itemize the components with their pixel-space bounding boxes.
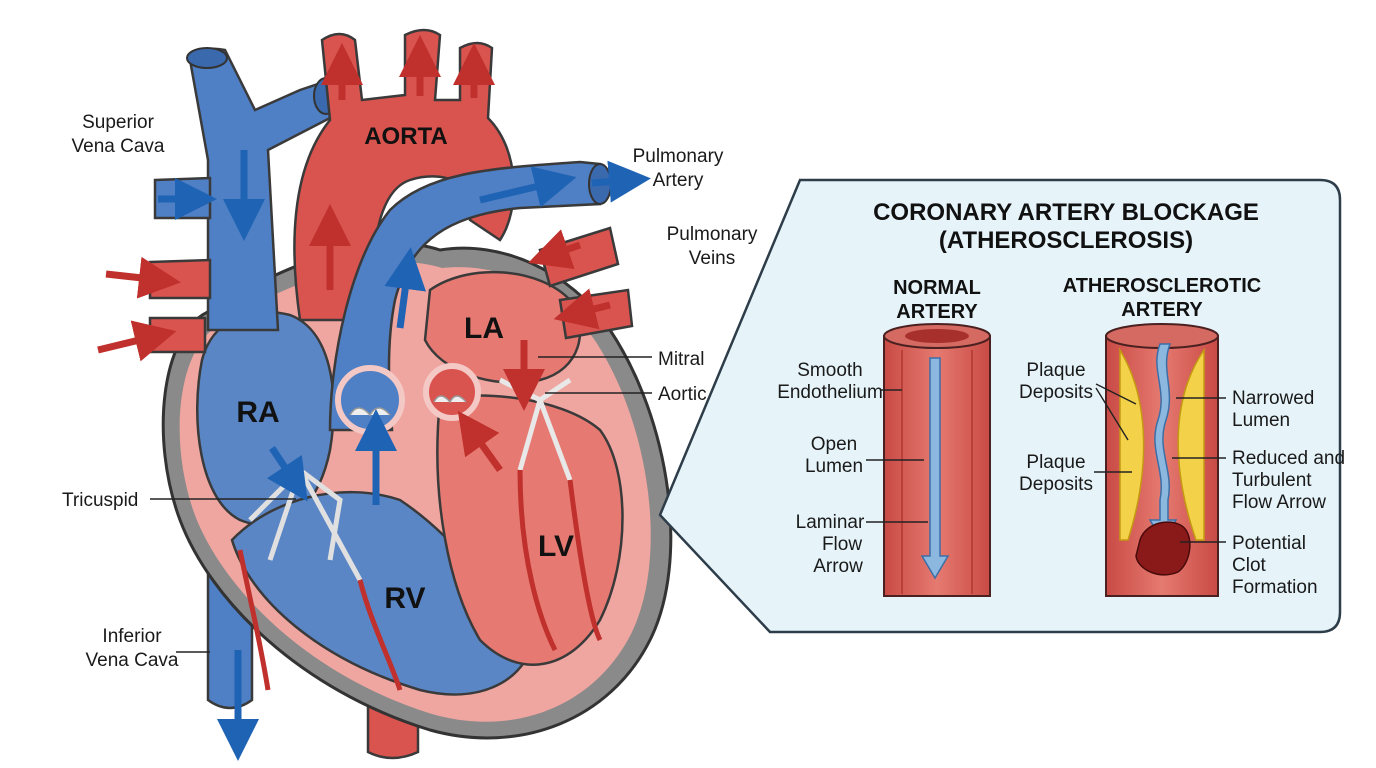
label-aortic: Aortic: [545, 384, 707, 405]
svg-text:Inferior: Inferior: [102, 626, 162, 647]
svg-text:Vena Cava: Vena Cava: [86, 650, 179, 671]
normal-artery-title-2: ARTERY: [896, 301, 978, 323]
aortic-valve: [423, 363, 481, 421]
svg-text:Potential: Potential: [1232, 533, 1306, 554]
svg-text:Vena Cava: Vena Cava: [72, 136, 165, 157]
svg-text:Pulmonary: Pulmonary: [667, 224, 758, 245]
plaque-left: [1119, 347, 1145, 541]
label-aorta: AORTA: [364, 123, 448, 150]
label-smooth-endothelium: Smooth Endothelium: [777, 360, 902, 403]
label-potential-clot: Potential Clot Formation: [1180, 533, 1318, 598]
papillary-muscles: [237, 469, 603, 691]
svg-text:Clot: Clot: [1232, 555, 1267, 576]
svg-text:Plaque: Plaque: [1026, 360, 1085, 381]
svg-text:Endothelium: Endothelium: [777, 382, 883, 403]
label-la: LA: [464, 312, 504, 345]
left-ventricle: [436, 394, 624, 666]
label-plaque-deposits-1: Plaque Deposits: [1019, 360, 1137, 441]
normal-artery: [883, 323, 991, 597]
label-pulmonary-veins: Pulmonary Veins: [667, 224, 758, 269]
label-open-lumen: Open Lumen: [805, 434, 924, 477]
inset-title-line2: (ATHEROSCLEROSIS): [939, 227, 1193, 254]
svg-text:Laminar: Laminar: [796, 512, 865, 533]
svg-text:Aortic: Aortic: [658, 384, 707, 405]
coronary-inset: CORONARY ARTERY BLOCKAGE (ATHEROSCLEROSI…: [658, 178, 1345, 634]
pulmonary-vein-lower: [558, 288, 634, 340]
svg-text:Turbulent: Turbulent: [1232, 470, 1312, 491]
athero-artery-title-1: ATHEROSCLEROTIC: [1063, 275, 1262, 297]
svg-text:Tricuspid: Tricuspid: [62, 490, 138, 511]
label-tricuspid: Tricuspid: [62, 490, 296, 511]
pulmonary-trunk: [328, 160, 602, 432]
svg-text:Artery: Artery: [653, 170, 704, 191]
svg-text:Formation: Formation: [1232, 577, 1318, 598]
label-lv: LV: [538, 530, 574, 563]
svg-text:Arrow: Arrow: [813, 556, 863, 577]
athero-artery-title-2: ARTERY: [1121, 299, 1203, 321]
pulmonary-vein-upper: [538, 226, 620, 288]
label-ra: RA: [236, 396, 279, 429]
label-rv: RV: [384, 582, 425, 615]
svg-text:Superior: Superior: [82, 112, 154, 133]
svg-text:Veins: Veins: [689, 248, 735, 269]
svg-text:Deposits: Deposits: [1019, 474, 1093, 495]
label-plaque-deposits-2: Plaque Deposits: [1019, 452, 1132, 495]
inset-title-line1: CORONARY ARTERY BLOCKAGE: [873, 199, 1259, 226]
label-reduced-turbulent: Reduced and Turbulent Flow Arrow: [1172, 448, 1345, 513]
blood-flow-arrows-red: [97, 35, 611, 473]
svg-text:Lumen: Lumen: [1232, 410, 1290, 431]
clot: [1135, 521, 1191, 576]
label-pulmonary-artery: Pulmonary Artery: [633, 146, 724, 191]
normal-artery-title-1: NORMAL: [893, 277, 981, 299]
svg-text:Mitral: Mitral: [658, 349, 704, 370]
svg-text:Reduced and: Reduced and: [1232, 448, 1345, 469]
svg-text:Flow Arrow: Flow Arrow: [1232, 492, 1326, 513]
svg-text:Narrowed: Narrowed: [1232, 388, 1314, 409]
label-laminar-flow: Laminar Flow Arrow: [796, 512, 928, 577]
laminar-flow-arrow: [920, 357, 950, 580]
label-superior-vena-cava: Superior Vena Cava: [72, 112, 165, 157]
atherosclerotic-artery: [1105, 323, 1219, 597]
svg-text:Smooth: Smooth: [797, 360, 862, 381]
svg-text:Flow: Flow: [822, 534, 862, 555]
pulmonary-vein-left-lower: [148, 316, 207, 354]
svg-text:Plaque: Plaque: [1026, 452, 1085, 473]
svg-text:Pulmonary: Pulmonary: [633, 146, 724, 167]
blood-flow-arrows-blue: [158, 150, 651, 761]
svg-text:Open: Open: [811, 434, 857, 455]
label-mitral: Mitral: [538, 349, 704, 370]
label-inferior-vena-cava: Inferior Vena Cava: [86, 626, 210, 671]
svg-text:Lumen: Lumen: [805, 456, 863, 477]
label-narrowed-lumen: Narrowed Lumen: [1176, 388, 1314, 431]
svg-text:Deposits: Deposits: [1019, 382, 1093, 403]
pulmonary-valve: [335, 365, 405, 435]
